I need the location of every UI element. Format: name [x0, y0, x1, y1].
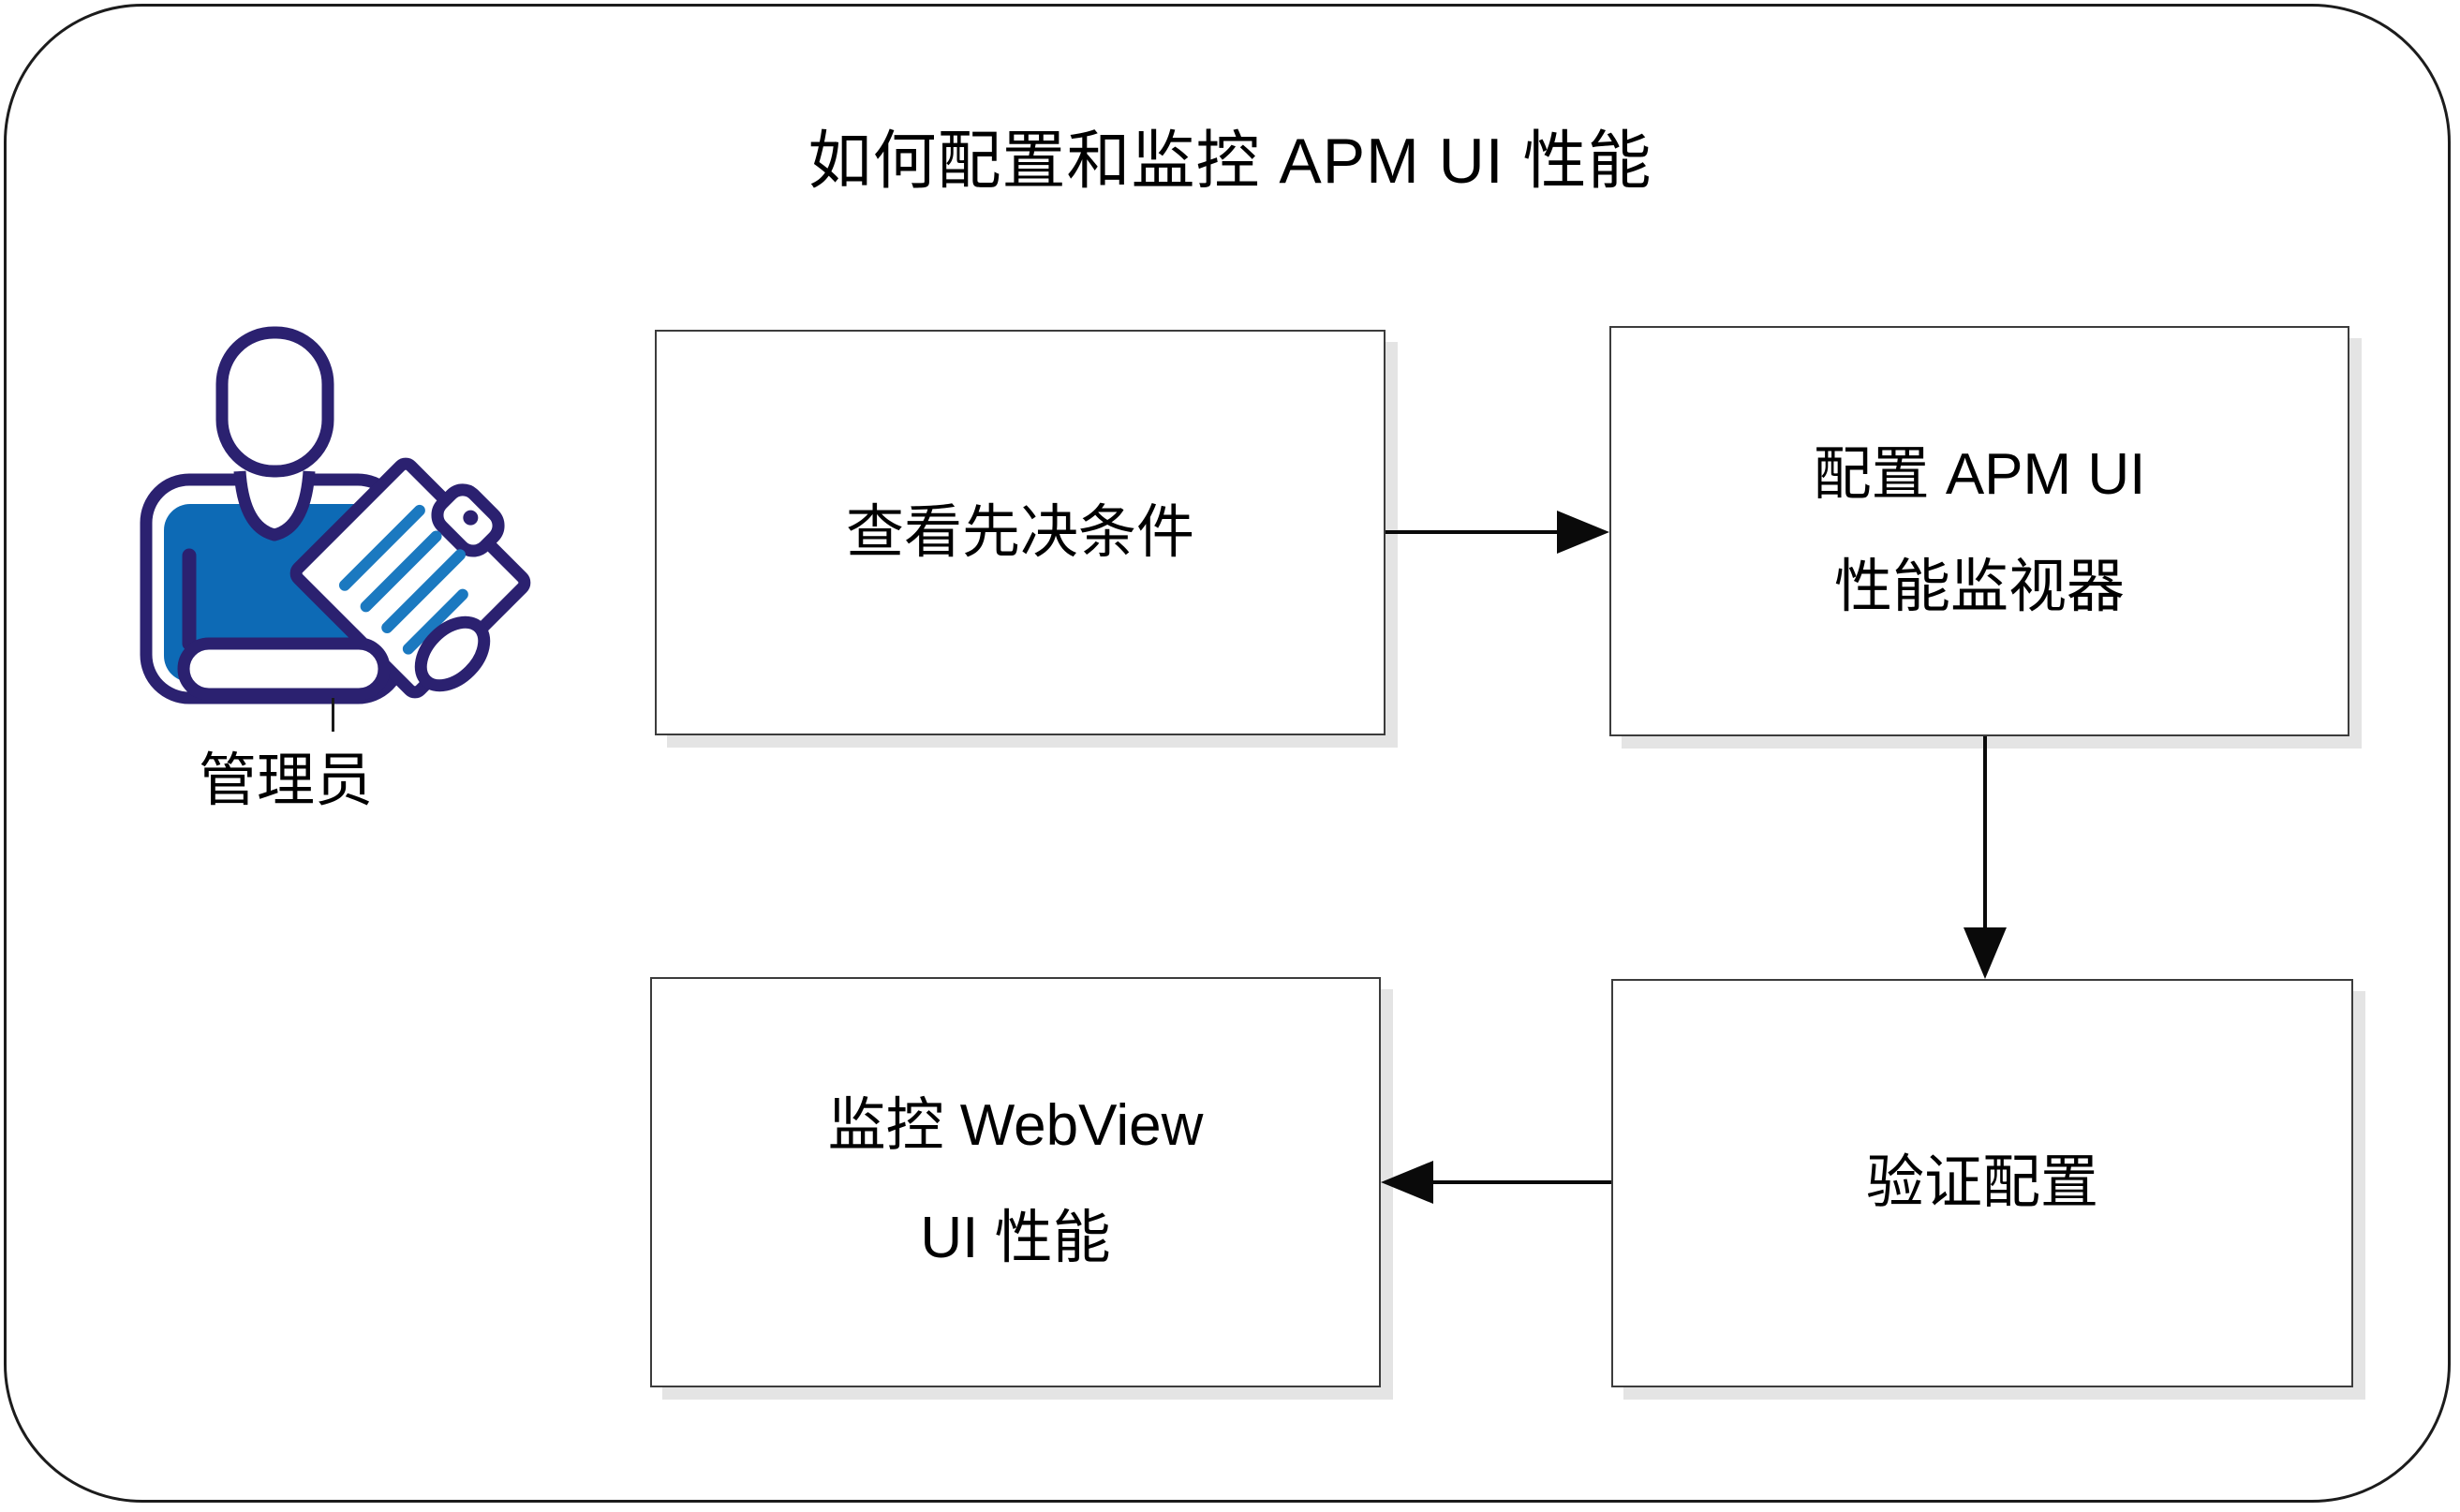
diagram-title: 如何配置和监控 APM UI 性能: [808, 126, 1652, 197]
arrow-prereq-to-configure-line: [1386, 530, 1558, 534]
arrow-down-icon: [1964, 927, 2007, 979]
node-label-line: 查看先决条件: [845, 499, 1194, 565]
clipboard-text-line: [360, 530, 442, 613]
node-label-line: 验证配置: [1865, 1150, 2098, 1215]
actor-collar: [233, 470, 316, 541]
clipboard-clip-hole: [463, 510, 479, 526]
node-label-line: 性能监视器: [1833, 555, 2125, 619]
node-monitor-webview-ui-performance: 监控 WebView UI 性能: [650, 977, 1381, 1387]
node-label-line: 监控 WebView: [827, 1093, 1204, 1158]
node-label-line: UI 性能: [920, 1206, 1111, 1270]
node-validate-configuration: 验证配置: [1611, 979, 2353, 1387]
actor-label-connector-line: [332, 698, 334, 732]
admin-user-clipboard-icon: [140, 326, 531, 704]
node-label-line: 配置 APM UI: [1813, 442, 2146, 507]
node-configure-apm-ui-monitor: 配置 APM UI 性能监视器: [1609, 326, 2349, 736]
clipboard-text-line: [381, 549, 467, 634]
clipboard-text-line: [402, 588, 468, 655]
node-review-prerequisites: 查看先决条件: [655, 330, 1386, 735]
actor-sleeve-cuff: [177, 637, 391, 701]
actor-head: [215, 326, 334, 478]
actor-hand: [414, 615, 491, 692]
arrow-validate-to-monitor-line: [1431, 1180, 1611, 1184]
arrow-left-icon: [1381, 1161, 1433, 1204]
diagram-rounded-border: [4, 4, 2451, 1503]
arrow-right-icon: [1557, 511, 1609, 554]
actor-label: 管理员: [198, 749, 373, 813]
arrow-configure-to-validate-line: [1983, 736, 1987, 929]
clipboard-text-line: [338, 504, 425, 591]
